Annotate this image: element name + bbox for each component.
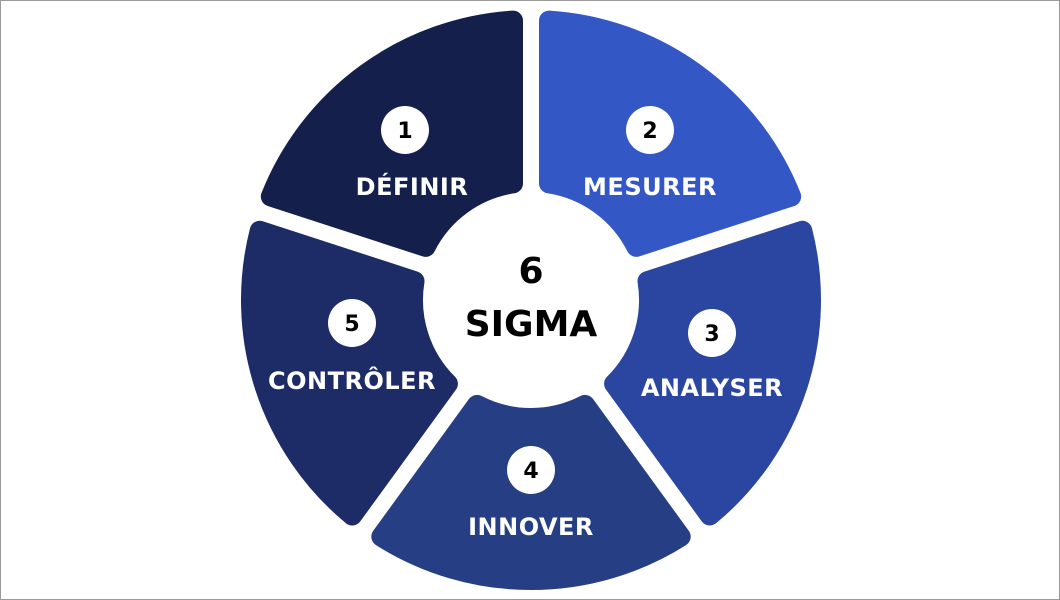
center-number: 6 — [518, 251, 543, 292]
segment-analyser — [604, 220, 821, 526]
step-number-badge — [328, 299, 376, 347]
step-number-badge — [626, 106, 674, 154]
step-number-badge — [688, 309, 736, 357]
step-number: 2 — [642, 119, 657, 144]
step-label-definir: DÉFINIR — [356, 172, 469, 201]
center-title: SIGMA — [465, 304, 598, 345]
step-number-badge — [381, 106, 429, 154]
step-label-innover: INNOVER — [468, 513, 594, 541]
step-label-mesurer: MESURER — [583, 173, 717, 201]
step-number: 4 — [523, 459, 538, 484]
step-number: 3 — [704, 322, 719, 347]
step-number-badge — [507, 446, 555, 494]
step-number: 1 — [397, 119, 412, 144]
step-label-analyser: ANALYSER — [641, 374, 783, 402]
step-label-controler: CONTRÔLER — [268, 365, 436, 395]
segment-controler — [241, 220, 458, 526]
step-number: 5 — [344, 312, 359, 337]
